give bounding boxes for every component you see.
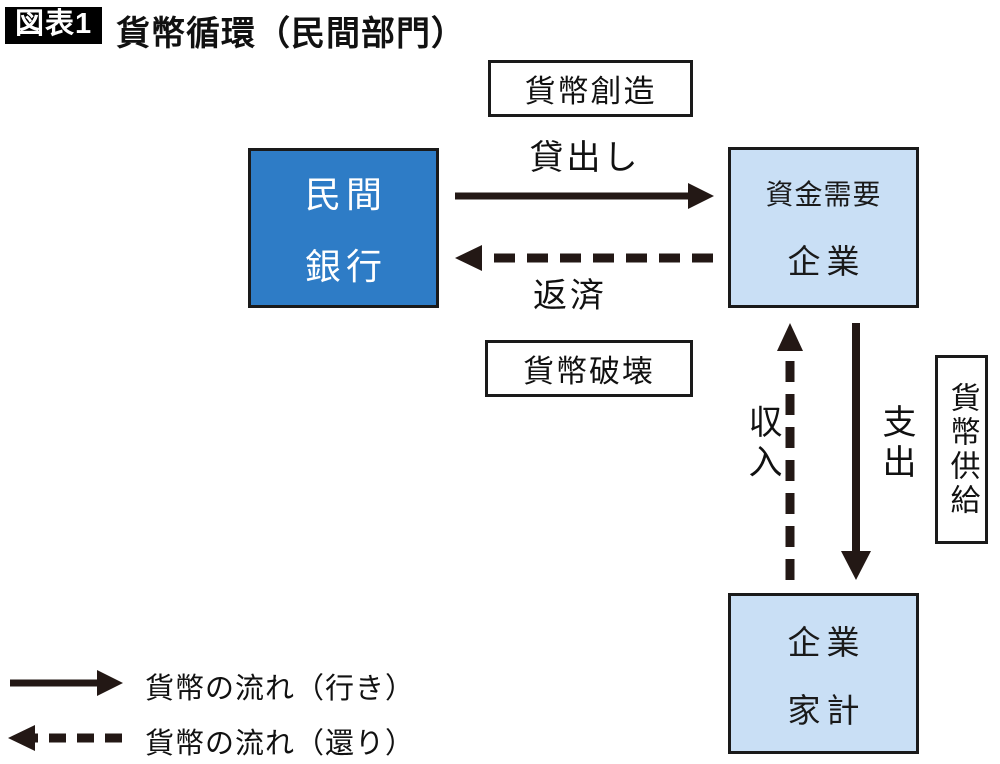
- company-title: 企業: [787, 242, 866, 280]
- legend-returning-label: 貨幣の流れ（還り）: [145, 728, 416, 760]
- lending-label: 貸出し: [529, 139, 641, 177]
- expenditure-label: 支出: [877, 404, 915, 484]
- money-supply-tag: 貨幣供給: [935, 355, 988, 544]
- household-label-line2: 家計: [787, 691, 866, 729]
- income-label: 収入: [743, 404, 781, 484]
- bank-label-line1: 民間: [304, 174, 387, 215]
- income-arrow-head: [777, 323, 803, 351]
- legend-going-label: 貨幣の流れ（行き）: [145, 673, 416, 705]
- repayment-arrow-head: [455, 245, 482, 271]
- legend-solid-arrow-head: [97, 670, 123, 696]
- household-label-line1: 企業: [787, 623, 866, 661]
- diagram-title: 貨幣循環（民間部門）: [116, 15, 466, 53]
- node-private-bank: 民間 銀行: [248, 148, 439, 308]
- lending-arrow-head: [688, 183, 714, 209]
- company-subtitle: 資金需要: [765, 178, 882, 210]
- bank-label-line2: 銀行: [304, 246, 387, 287]
- legend-dashed-arrow-head: [8, 725, 35, 751]
- repayment-label: 返済: [533, 277, 607, 315]
- node-company: 資金需要 企業: [728, 147, 919, 308]
- expenditure-arrow-head: [841, 551, 871, 580]
- money-creation-tag: 貨幣創造: [488, 60, 693, 117]
- money-destruction-tag: 貨幣破壊: [485, 340, 693, 397]
- node-company-household: 企業 家計: [728, 593, 919, 754]
- figure-number-badge: 図表1: [5, 7, 103, 44]
